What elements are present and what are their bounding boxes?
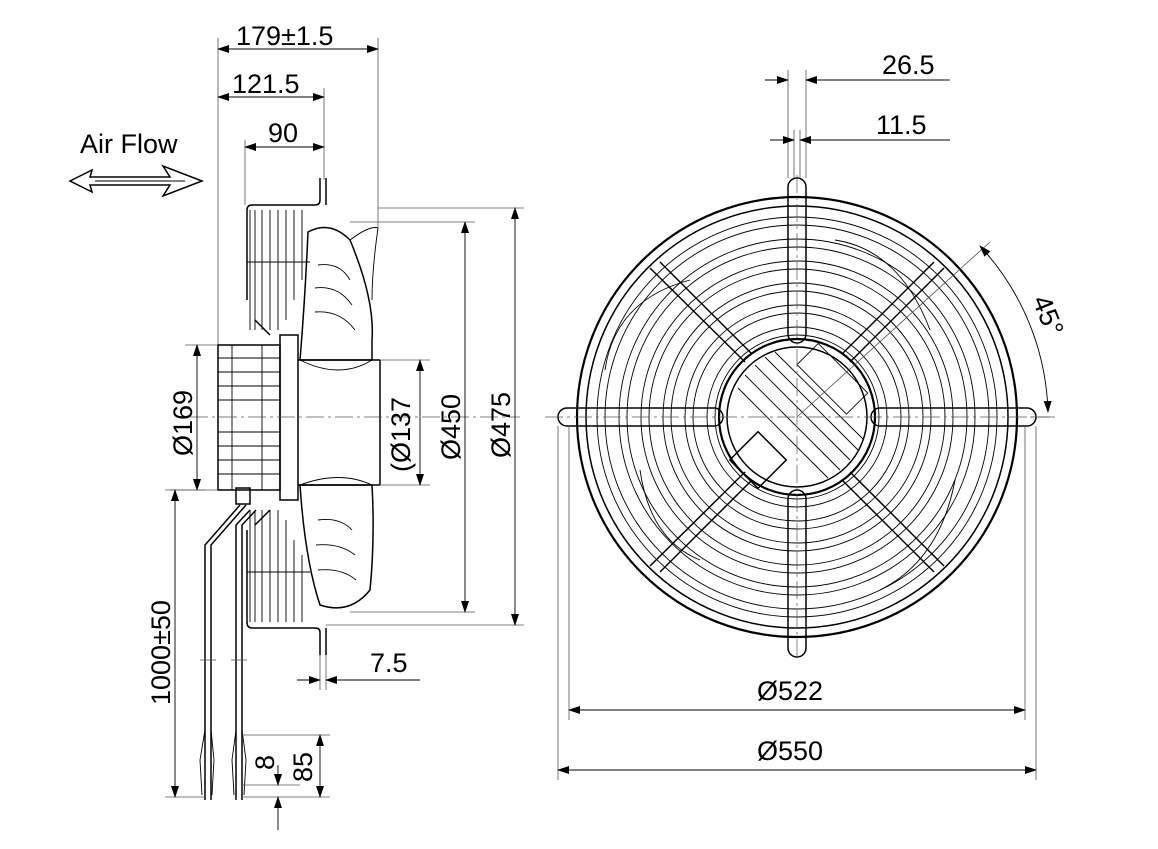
blades-front	[604, 239, 956, 591]
svg-text:Ø450: Ø450	[436, 394, 466, 460]
air-flow-arrow-icon	[68, 164, 205, 198]
dimension-depth-to-flange: 121.5	[217, 69, 325, 101]
front-view: 26.5 11.5 45° Ø522 Ø550	[545, 50, 1070, 780]
svg-text:Ø475: Ø475	[486, 392, 516, 458]
dimension-offset-outer: 26.5	[765, 50, 950, 84]
svg-text:(Ø137: (Ø137	[386, 397, 416, 472]
svg-text:Ø522: Ø522	[757, 676, 823, 706]
svg-text:26.5: 26.5	[882, 50, 935, 80]
svg-text:11.5: 11.5	[876, 110, 927, 140]
dimension-wire-sheath: 85	[288, 734, 324, 798]
air-flow-label: Air Flow	[80, 129, 178, 159]
svg-text:85: 85	[288, 752, 318, 782]
dimension-overall-depth: 179±1.5	[217, 21, 379, 53]
dimension-rotor-diameter: (Ø137	[386, 359, 424, 486]
svg-text:7.5: 7.5	[370, 648, 408, 678]
dimension-motor-depth: 90	[244, 118, 325, 151]
guard-cage-side	[246, 178, 327, 655]
dimension-offset-inner: 11.5	[770, 110, 950, 144]
dimension-wire-strip: 8	[250, 755, 282, 830]
svg-text:8: 8	[250, 755, 280, 770]
dimension-inner-diameter: Ø450	[436, 221, 469, 613]
svg-text:Ø169: Ø169	[168, 390, 198, 456]
dimension-mounting-diameter: Ø550	[557, 736, 1037, 774]
svg-text:1000±50: 1000±50	[146, 600, 176, 705]
svg-text:121.5: 121.5	[232, 69, 300, 99]
motor-hub-side	[217, 319, 381, 526]
dimension-outer-diameter: Ø475	[486, 207, 519, 626]
svg-text:90: 90	[268, 118, 298, 148]
svg-text:Ø550: Ø550	[757, 736, 823, 766]
dimension-mount-angle: 45°	[796, 241, 1070, 418]
dimension-flange-thickness: 7.5	[297, 648, 420, 690]
dimension-cable-length: 1000±50	[146, 489, 179, 798]
svg-text:179±1.5: 179±1.5	[236, 21, 333, 51]
side-view: Air Flow 179±1.5 121.5 90	[68, 21, 524, 830]
cable-bundle	[199, 504, 257, 800]
dimension-guard-diameter: Ø522	[568, 676, 1026, 714]
fan-blades-side	[299, 226, 379, 609]
dimension-hub-diameter: Ø169	[168, 344, 201, 491]
